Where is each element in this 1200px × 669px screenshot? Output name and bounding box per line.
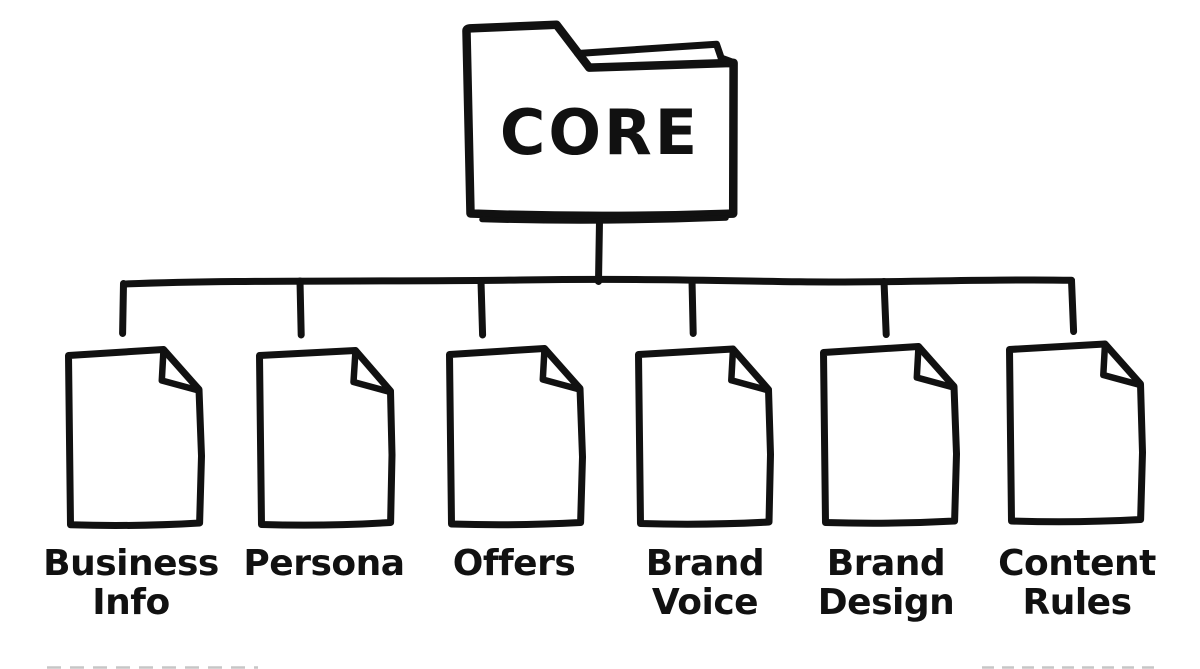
document-icon-persona xyxy=(256,347,396,529)
document-page xyxy=(1006,340,1146,526)
tree-connector xyxy=(119,217,1078,339)
folder-body xyxy=(462,20,738,221)
document-fold-corner xyxy=(728,345,771,394)
folder-flap-edge xyxy=(574,40,737,66)
node-label-brand-voice: Brand Voice xyxy=(645,543,765,623)
connector-trunk xyxy=(595,217,603,285)
connector-drop-6 xyxy=(1068,277,1078,335)
document-page xyxy=(635,345,774,528)
node-label-persona: Persona xyxy=(243,543,405,584)
document-icon-brand-design xyxy=(820,343,960,527)
connector-drop-1 xyxy=(119,280,127,337)
document-page xyxy=(256,347,396,529)
folder-bottom-stroke xyxy=(479,215,729,224)
node-label-business-info: Business Info xyxy=(43,543,219,623)
document-fold-corner xyxy=(158,346,202,394)
connector-horizontal xyxy=(120,275,1075,288)
document-fold-corner xyxy=(913,343,957,391)
core-folder-label: CORE xyxy=(499,96,701,169)
document-fold-corner xyxy=(1100,340,1143,389)
document-page xyxy=(820,343,960,527)
connector-drop-3 xyxy=(477,278,487,339)
node-label-brand-design: Brand Design xyxy=(817,543,955,623)
connector-drop-5 xyxy=(880,278,890,338)
document-fold-corner xyxy=(350,347,393,396)
document-page xyxy=(446,345,586,529)
connector-drop-2 xyxy=(296,277,305,339)
document-icon-business-info xyxy=(65,346,205,529)
connector-drop-4 xyxy=(688,277,697,337)
document-fold-corner xyxy=(539,345,583,393)
document-icon-brand-voice xyxy=(635,345,774,528)
node-label-offers: Offers xyxy=(452,543,576,584)
node-label-content-rules: Content Rules xyxy=(998,543,1156,623)
document-icon-offers xyxy=(446,345,586,529)
document-icon-content-rules xyxy=(1006,340,1146,526)
document-page xyxy=(65,346,205,529)
